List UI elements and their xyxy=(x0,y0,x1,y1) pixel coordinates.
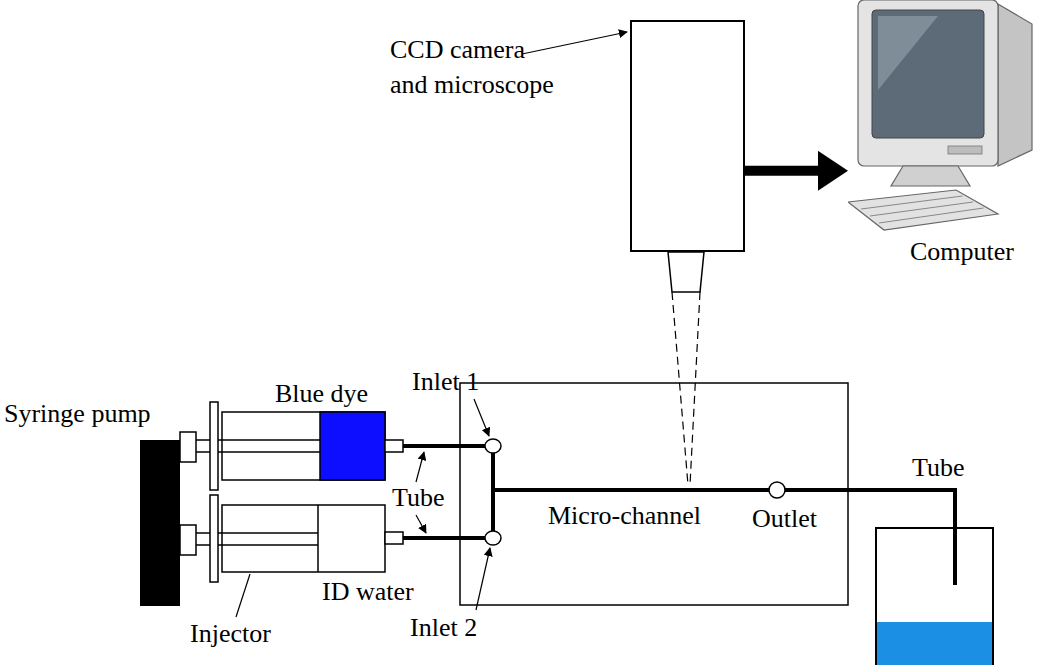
part-label: Inlet 1 xyxy=(412,366,479,397)
syringe-barrel xyxy=(222,505,385,572)
part-label: Blue dye xyxy=(275,378,368,409)
blue-dye-fluid xyxy=(320,412,385,480)
beaker xyxy=(876,528,993,665)
keyboard-row xyxy=(861,196,963,209)
plunger-rod xyxy=(218,544,318,546)
plunger-rod xyxy=(218,532,318,534)
syringe-barrel xyxy=(222,412,385,480)
plunger-rod xyxy=(196,544,210,546)
inlet-port xyxy=(485,531,501,545)
leader-line xyxy=(416,515,426,533)
view-line xyxy=(690,292,700,485)
thumb-plate xyxy=(210,402,218,490)
microscope-lens xyxy=(668,252,704,292)
plunger-head xyxy=(317,505,319,572)
leader-line xyxy=(416,452,424,482)
camera-box: CCD camera and microscope xyxy=(630,20,745,252)
keyboard-row xyxy=(870,202,973,216)
part-label: Injector xyxy=(190,618,271,649)
syringe-nozzle xyxy=(385,440,403,452)
collected-liquid xyxy=(876,622,993,665)
plunger-rod xyxy=(196,532,210,534)
computer-icon: Computer xyxy=(848,0,1037,275)
view-line xyxy=(672,292,688,485)
syringe-nozzle xyxy=(385,532,403,544)
monitor-stand xyxy=(891,166,970,186)
keyboard-row xyxy=(879,208,984,223)
part-label: Tube xyxy=(392,482,445,513)
part-label: Syringe pump xyxy=(4,398,151,429)
inlet-port xyxy=(485,439,501,453)
tube xyxy=(403,444,485,448)
part-label: Outlet xyxy=(752,503,817,534)
node-label: CCD camera and microscope xyxy=(390,32,560,102)
plunger-rod xyxy=(218,451,320,453)
outlet-port xyxy=(769,482,785,498)
screen-glare xyxy=(878,16,938,90)
chip-outline xyxy=(460,383,848,605)
syringe-pump-block xyxy=(140,440,180,606)
leader-line xyxy=(476,548,490,610)
pump-clamp xyxy=(180,525,196,555)
node-label: Computer xyxy=(910,236,1034,267)
leader-line xyxy=(522,32,627,54)
pump-clamp xyxy=(180,432,196,462)
thumb-plate xyxy=(210,495,218,582)
monitor-button xyxy=(948,146,982,154)
part-label: ID water xyxy=(322,576,414,607)
micro-channel-line xyxy=(493,488,769,492)
part-label: Micro-channel xyxy=(548,500,701,531)
keyboard xyxy=(848,190,998,230)
computer-drawing xyxy=(848,0,1037,232)
signal-arrow xyxy=(745,166,823,176)
plunger-rod xyxy=(196,439,210,441)
plunger-rod xyxy=(218,439,320,441)
monitor-frame xyxy=(858,0,998,166)
tube xyxy=(403,536,485,540)
leader-line xyxy=(474,399,489,436)
monitor-side xyxy=(998,4,1032,166)
monitor-screen xyxy=(872,10,984,138)
part-label: Tube xyxy=(912,452,965,483)
plunger-rod xyxy=(196,451,210,453)
leader-line xyxy=(236,574,250,617)
part-label: Inlet 2 xyxy=(410,612,477,643)
